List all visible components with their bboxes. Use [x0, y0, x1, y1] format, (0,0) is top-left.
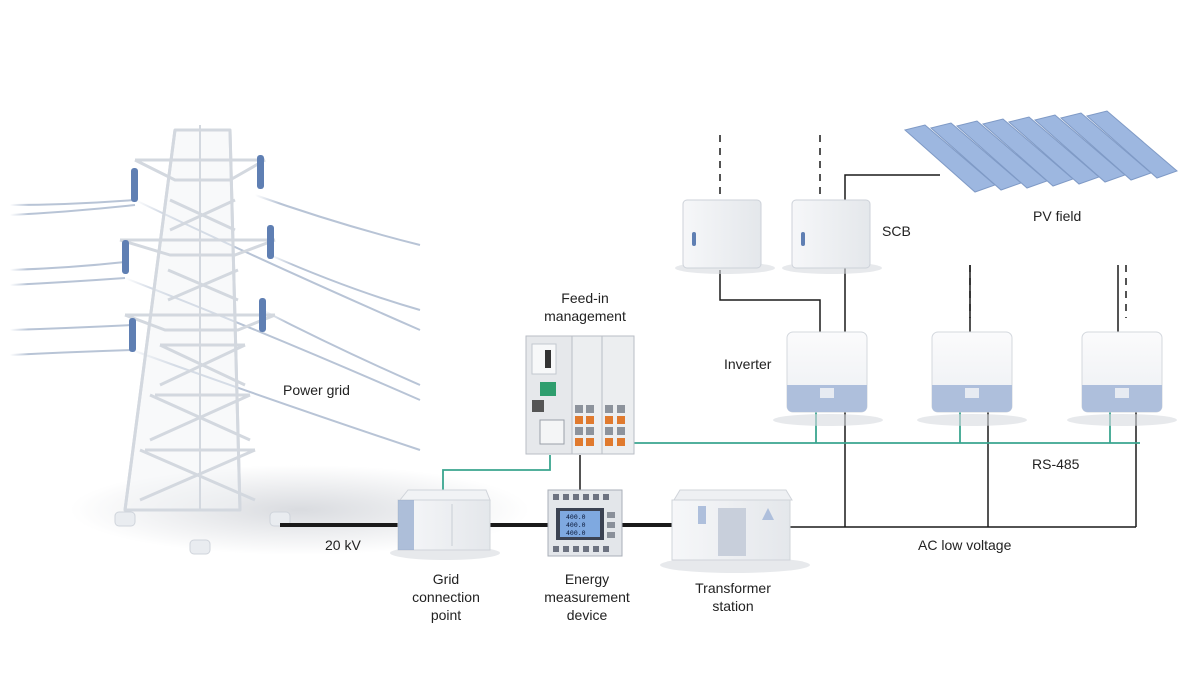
- grid-conn-label-line3: point: [430, 607, 462, 623]
- terminal-block: [586, 427, 594, 435]
- terminal-block: [586, 416, 594, 424]
- inverter: [917, 331, 1027, 426]
- terminal-block: [575, 427, 583, 435]
- ac-low-voltage-label: AC low voltage: [918, 537, 1012, 553]
- power-grid-tower: [9, 125, 530, 555]
- terminal-block: [575, 405, 583, 413]
- feed-in-label-line2: management: [544, 308, 626, 324]
- feed-in-label-line1: Feed-in: [561, 290, 609, 306]
- power-grid-label: Power grid: [283, 382, 350, 398]
- energy-measurement-device: 400.0 400.0 400.0: [547, 489, 623, 557]
- pv-panel-row: [1085, 110, 1178, 179]
- svg-text:400.0: 400.0: [566, 521, 586, 529]
- feed-in-controller: [525, 335, 635, 455]
- energy-label-line1: Energy: [564, 571, 610, 587]
- terminal-block: [575, 416, 583, 424]
- terminal-block: [617, 427, 625, 435]
- energy-label-line3: device: [566, 607, 608, 623]
- grid-conn-label-line1: Grid: [432, 571, 460, 587]
- pv-field-label: PV field: [1033, 208, 1082, 224]
- terminal-block: [617, 405, 625, 413]
- scb-box: [675, 199, 775, 274]
- terminal-block: [586, 438, 594, 446]
- grid-connection-point-label: Grid connection point: [401, 570, 491, 624]
- feed-in-management-label: Feed-in management: [537, 289, 633, 325]
- transformer-station-label: Transformer station: [683, 579, 783, 615]
- terminal-block: [605, 416, 613, 424]
- energy-label-line2: measurement: [544, 589, 630, 605]
- pv-field: [903, 110, 1178, 193]
- insulator-icon: [122, 155, 274, 352]
- transformer-label-line2: station: [712, 598, 754, 614]
- transformer-station: [660, 489, 810, 573]
- voltage-20kv-label: 20 kV: [325, 537, 361, 553]
- rs485-label: RS-485: [1032, 456, 1080, 472]
- svg-text:400.0: 400.0: [566, 513, 586, 521]
- dashed-lines: [719, 135, 1127, 318]
- terminal-block: [617, 416, 625, 424]
- terminal-block: [605, 438, 613, 446]
- terminal-block: [586, 405, 594, 413]
- scb-box: [782, 199, 882, 274]
- transformer-label-line1: Transformer: [695, 580, 771, 596]
- terminal-block: [605, 405, 613, 413]
- grid-conn-label-line2: connection: [412, 589, 480, 605]
- inverter: [1067, 331, 1177, 426]
- energy-measurement-label: Energy measurement device: [532, 570, 642, 624]
- terminal-block: [617, 438, 625, 446]
- grid-connection-point: [390, 489, 500, 560]
- terminal-block: [605, 427, 613, 435]
- terminal-block: [575, 438, 583, 446]
- scb-label: SCB: [882, 223, 911, 239]
- inverter-label: Inverter: [724, 356, 772, 372]
- inverter: [773, 331, 883, 426]
- svg-text:400.0: 400.0: [566, 529, 586, 537]
